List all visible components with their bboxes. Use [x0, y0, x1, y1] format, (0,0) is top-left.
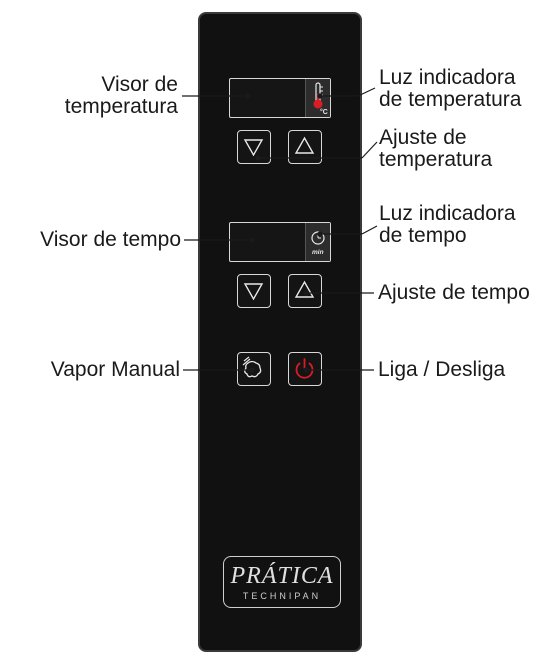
leader-line-ajuste-temperatura	[361, 141, 378, 159]
temperature-display: °C	[229, 78, 331, 118]
power-button[interactable]	[288, 352, 322, 386]
brand-logo: PRÁTICA TECHNIPAN	[223, 556, 341, 608]
temperature-indicator-light: °C	[305, 79, 330, 117]
triangle-down-icon	[243, 283, 264, 301]
label-ajuste-tempo: Ajuste de tempo	[378, 281, 530, 304]
manual-steam-button[interactable]	[237, 352, 271, 386]
control-panel-diagram: °C min	[40, 12, 530, 652]
logo-brand-text: PRÁTICA	[230, 563, 334, 589]
label-visor-tempo: Visor de tempo	[40, 228, 181, 251]
time-display: min	[229, 222, 331, 262]
celsius-unit-label: °C	[320, 108, 328, 116]
power-icon	[295, 358, 314, 379]
label-visor-temperatura: Visor de temperatura	[64, 73, 178, 118]
steam-icon	[242, 356, 262, 378]
oven-control-panel: °C min	[198, 12, 362, 652]
label-vapor-manual: Vapor Manual	[50, 358, 180, 381]
label-luz-tempo: Luz indicadora de tempo	[379, 202, 516, 247]
clock-icon: min	[311, 231, 325, 256]
minutes-unit-label: min	[312, 249, 324, 256]
leader-line-luz-tempo	[361, 225, 378, 235]
thermometer-icon: °C	[313, 82, 328, 116]
temperature-up-button[interactable]	[288, 130, 322, 164]
time-up-button[interactable]	[288, 274, 322, 308]
logo-subtitle-text: TECHNIPAN	[242, 591, 322, 601]
label-liga-desliga: Liga / Desliga	[378, 358, 506, 381]
time-down-button[interactable]	[237, 274, 271, 308]
temperature-down-button[interactable]	[237, 130, 271, 164]
triangle-up-icon	[294, 280, 315, 298]
label-ajuste-temperatura: Ajuste de temperatura	[379, 126, 493, 171]
triangle-down-icon	[243, 139, 264, 157]
time-indicator-light: min	[305, 223, 330, 261]
triangle-up-icon	[294, 136, 315, 154]
label-luz-temperatura: Luz indicadora de temperatura	[379, 66, 522, 111]
